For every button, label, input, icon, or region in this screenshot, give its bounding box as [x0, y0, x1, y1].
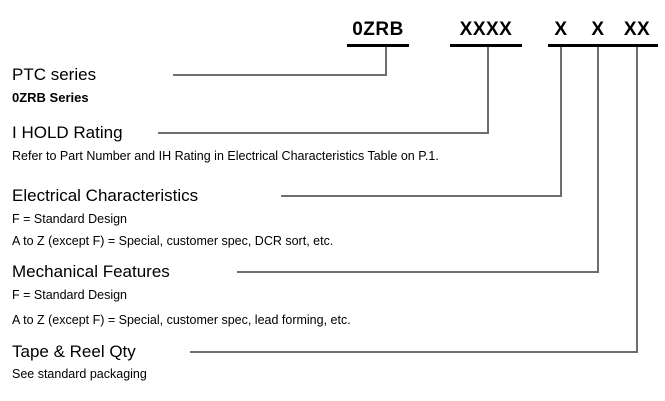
- callout-line-electrical-characteristics-0: F = Standard Design: [12, 212, 127, 226]
- part-code-tape-reel: XX: [623, 19, 651, 40]
- callout-line-ihold-rating-0: Refer to Part Number and IH Rating in El…: [12, 149, 439, 163]
- tick-mechanical: [597, 47, 599, 272]
- callout-line-tape-reel-qty-0: See standard packaging: [12, 367, 147, 381]
- part-code-ihold-rule: [450, 44, 522, 47]
- part-code-suffix-rule: [548, 44, 658, 47]
- part-code-ihold: XXXX: [459, 19, 513, 40]
- leader-line-mechanical: [237, 271, 599, 273]
- leader-line-series: [173, 74, 387, 76]
- callout-title-mechanical-features: Mechanical Features: [12, 262, 170, 281]
- part-code-series: 0ZRB: [352, 19, 404, 40]
- callout-title-electrical-characteristics: Electrical Characteristics: [12, 186, 199, 205]
- tick-electrical: [560, 47, 562, 196]
- callout-title-ihold-rating: I HOLD Rating: [12, 123, 123, 142]
- part-code-electrical: X: [554, 19, 568, 40]
- tick-ihold: [487, 47, 489, 133]
- callout-line-ptc-series-0: 0ZRB Series: [12, 90, 89, 105]
- part-code-series-rule: [347, 44, 409, 47]
- tick-tape-reel: [636, 47, 638, 352]
- leader-line-tape-reel: [190, 351, 638, 353]
- callout-line-electrical-characteristics-1: A to Z (except F) = Special, customer sp…: [12, 234, 334, 248]
- part-code-mechanical: X: [591, 19, 605, 40]
- tick-series: [385, 47, 387, 75]
- callout-line-mechanical-features-1: A to Z (except F) = Special, customer sp…: [12, 313, 351, 327]
- callout-title-tape-reel-qty: Tape & Reel Qty: [12, 342, 136, 361]
- leader-line-ihold: [158, 132, 489, 134]
- leader-line-electrical: [281, 195, 562, 197]
- callout-line-mechanical-features-0: F = Standard Design: [12, 288, 127, 302]
- callout-title-ptc-series: PTC series: [12, 65, 97, 84]
